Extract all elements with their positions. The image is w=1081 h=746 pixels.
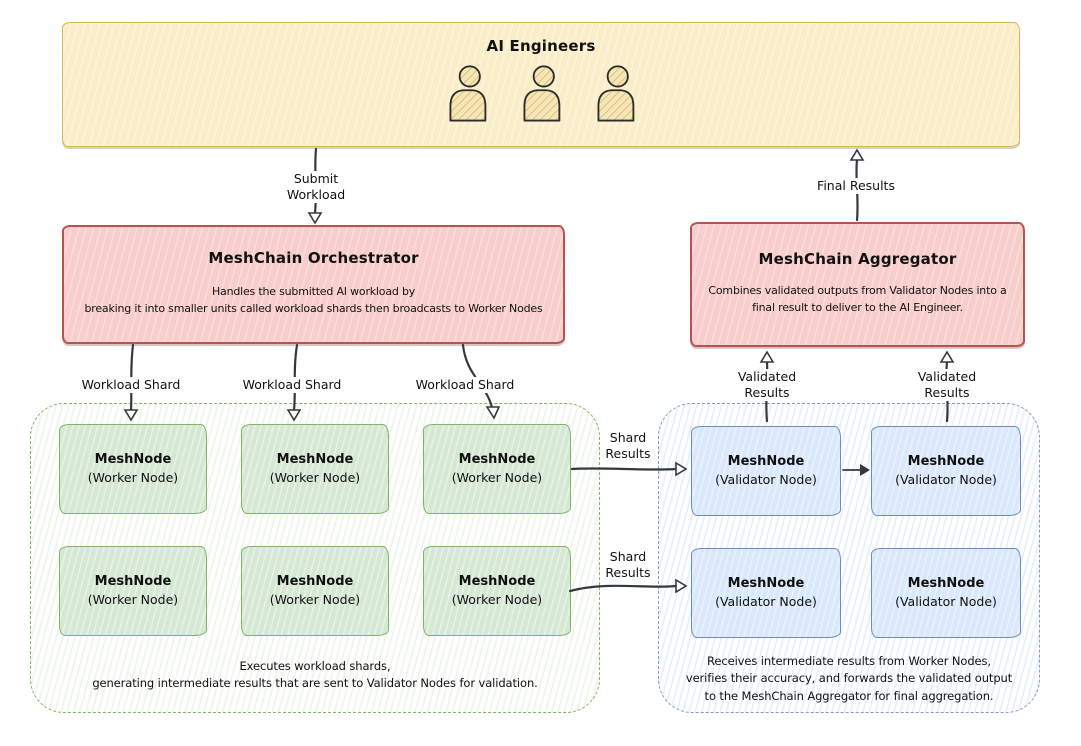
validator-node-2: MeshNode (Validator Node) [871,426,1021,516]
node-title: MeshNode [458,574,536,590]
node-subtitle: (Worker Node) [451,470,543,486]
aggregator-description: Combines validated outputs from Validato… [692,282,1023,316]
validator-row-1: MeshNode (Validator Node) MeshNode (Vali… [691,426,1021,516]
validator-row-2: MeshNode (Validator Node) MeshNode (Vali… [691,548,1021,638]
worker-row-2: MeshNode (Worker Node) MeshNode (Worker … [59,546,571,636]
orchestrator-box: MeshChain Orchestrator Handles the submi… [62,225,565,344]
orchestrator-description-line2: breaking it into smaller units called wo… [84,302,543,316]
validator-node-4: MeshNode (Validator Node) [871,548,1021,638]
validator-caption-line3: to the MeshChain Aggregator for final ag… [704,688,994,703]
node-subtitle: (Worker Node) [269,470,361,486]
submit-label-line2: Workload [286,187,346,202]
aggregator-description-line2: final result to deliver to the AI Engine… [752,301,963,315]
engineer-icons [63,63,1019,123]
validator-node-cluster: MeshNode (Validator Node) MeshNode (Vali… [658,403,1040,713]
validated-results-label-2: Validated Results [913,369,981,401]
node-subtitle: (Worker Node) [87,470,179,486]
worker-node-5: MeshNode (Worker Node) [241,546,389,636]
workload-shard-label-2: Workload Shard [238,377,346,393]
aggregator-title: MeshChain Aggregator [758,250,957,268]
orchestrator-title: MeshChain Orchestrator [208,249,419,267]
node-title: MeshNode [276,574,354,590]
shard-results-label-2: Shard Results [601,549,655,581]
aggregator-box: MeshChain Aggregator Combines validated … [690,222,1025,347]
worker-caption-line1: Executes workload shards, [239,659,391,673]
worker-node-cluster: MeshNode (Worker Node) MeshNode (Worker … [30,403,600,713]
worker-node-3: MeshNode (Worker Node) [423,424,571,514]
node-subtitle: (Validator Node) [895,594,997,610]
validated-results-label-1: Validated Results [733,369,801,401]
shard-results-label-1: Shard Results [601,430,655,462]
worker-node-1: MeshNode (Worker Node) [59,424,207,514]
node-title: MeshNode [907,454,985,470]
person-icon [449,65,487,122]
worker-row-1: MeshNode (Worker Node) MeshNode (Worker … [59,424,571,514]
node-title: MeshNode [727,576,805,592]
validator-caption-line1: Receives intermediate results from Worke… [707,654,991,668]
orchestrator-description: Handles the submitted AI workload by bre… [64,283,563,317]
worker-caption-line2: generating intermediate results that are… [92,676,538,691]
workload-shard-label-3: Workload Shard [411,377,519,393]
node-title: MeshNode [94,452,172,468]
aggregator-description-line1: Combines validated outputs from Validato… [708,284,1007,297]
final-results-label: Final Results [813,178,899,194]
validator-node-1: MeshNode (Validator Node) [691,426,841,516]
node-title: MeshNode [94,574,172,590]
worker-node-2: MeshNode (Worker Node) [241,424,389,514]
worker-node-4: MeshNode (Worker Node) [59,546,207,636]
node-title: MeshNode [727,454,805,470]
ai-engineers-box: AI Engineers [62,22,1020,147]
orchestrator-description-line1: Handles the submitted AI workload by [211,285,416,298]
node-subtitle: (Worker Node) [87,592,179,608]
node-subtitle: (Worker Node) [451,592,543,608]
worker-cluster-caption: Executes workload shards, generating int… [31,658,599,693]
workload-shard-label-1: Workload Shard [77,377,185,393]
validator-caption-line2: verifies their accuracy, and forwards th… [685,671,1013,686]
node-subtitle: (Validator Node) [715,594,817,610]
node-subtitle: (Validator Node) [895,472,997,488]
node-title: MeshNode [907,576,985,592]
person-icon [523,65,561,122]
ai-engineers-title: AI Engineers [486,37,596,55]
person-icon [597,65,635,122]
validator-node-3: MeshNode (Validator Node) [691,548,841,638]
validator-cluster-caption: Receives intermediate results from Worke… [659,653,1039,705]
node-subtitle: (Worker Node) [269,592,361,608]
submit-workload-label: Submit Workload [282,171,350,203]
worker-node-6: MeshNode (Worker Node) [423,546,571,636]
node-subtitle: (Validator Node) [715,472,817,488]
node-title: MeshNode [276,452,354,468]
node-title: MeshNode [458,452,536,468]
submit-label-line1: Submit [293,171,339,186]
